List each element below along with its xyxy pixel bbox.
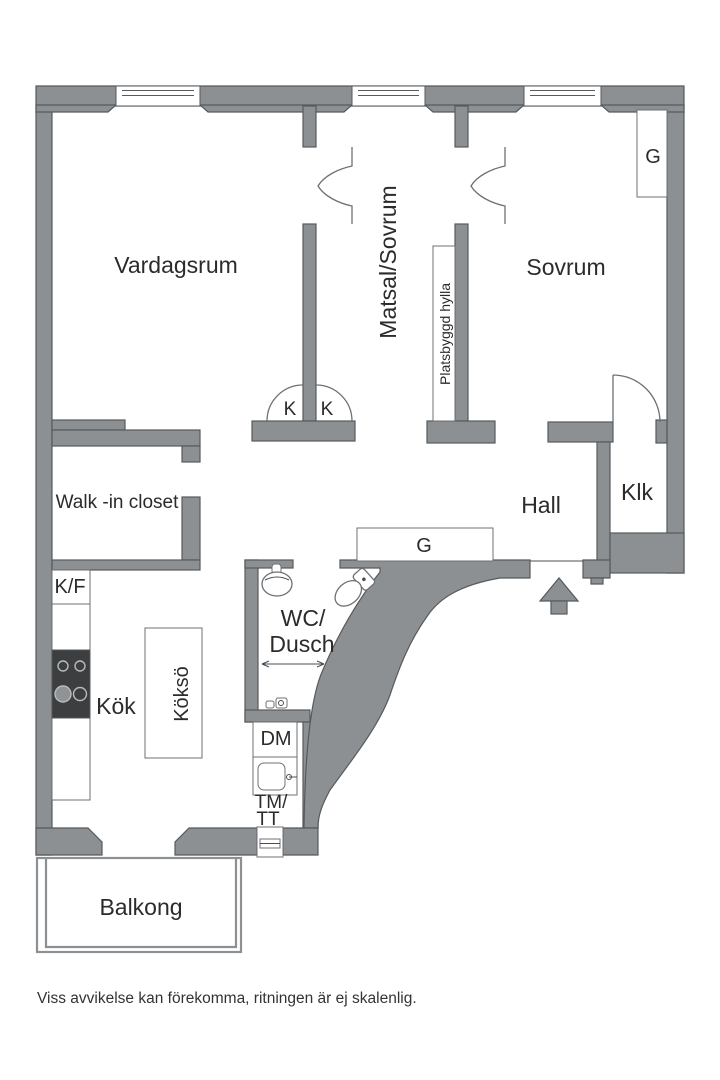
built-in-shelf: [432, 245, 456, 422]
wall-wc-left: [244, 559, 259, 723]
label-tm-1: TM/: [255, 792, 288, 813]
wall-matsal-sovrum-lower: [454, 223, 469, 422]
double-door-vardagsrum-matsal: [317, 147, 353, 224]
disclaimer-text: Viss avvikelse kan förekomma, ritningen …: [37, 990, 417, 1007]
wall-tab-sovrum-door: [655, 419, 668, 444]
pier-1: [35, 104, 118, 113]
wall-block-k-closets: [251, 420, 356, 442]
wall-wc-bottom: [244, 709, 311, 723]
wall-closet-right: [181, 496, 201, 561]
wall-kitchen-bottom-right: [282, 827, 319, 856]
wardrobe-hall: [356, 527, 494, 562]
balcony-outline: [35, 856, 243, 954]
washer-dryer-box: [256, 826, 284, 858]
walls: [35, 85, 685, 856]
wall-kitchen-bottom-left: [35, 827, 103, 856]
window-sovrum-glazing: [530, 90, 595, 96]
wall-kitchen-bottom-mid: [174, 827, 258, 856]
closet-door-arc-right: [315, 384, 353, 422]
label-diskmaskin: DM: [260, 728, 291, 750]
kitchen-island: [144, 627, 203, 759]
wall-vardagsrum-matsal-lower: [302, 223, 317, 422]
label-kokso: Köksö: [171, 666, 193, 722]
wall-entrance-right: [582, 559, 611, 579]
label-kok: Kök: [96, 693, 136, 719]
labels: Vardagsrum Matsal/Sovrum Sovrum Platsbyg…: [37, 146, 661, 1007]
label-kyl-frys: K/F: [54, 576, 85, 598]
label-matsal-sovrum: Matsal/Sovrum: [375, 185, 401, 338]
wall-vardagsrum-matsal-upper: [302, 105, 317, 148]
closet-door-arc-left: [266, 384, 304, 422]
sovrum-door-arc: [612, 374, 661, 423]
shower-mixer-icon: [265, 697, 288, 709]
wall-wc-top: [244, 559, 294, 569]
fridge-freezer-box: [51, 569, 91, 605]
label-k-left: K: [284, 399, 297, 420]
label-k-right: K: [321, 399, 334, 420]
wall-vardagsrum-ledge: [51, 419, 126, 431]
wall-closet-bottom: [51, 559, 201, 571]
wall-matsal-sovrum-upper: [454, 105, 469, 148]
label-balkong: Balkong: [99, 894, 182, 920]
label-vardagsrum: Vardagsrum: [114, 252, 238, 278]
wall-right: [666, 105, 685, 574]
label-hall: Hall: [521, 492, 561, 518]
wall-entrance-tab: [590, 577, 604, 585]
wall-curved-hall: [303, 559, 531, 829]
label-sovrum: Sovrum: [526, 254, 605, 280]
wall-klk-bottom: [609, 532, 685, 574]
wall-hall-klk: [596, 441, 611, 563]
wall-closet-tab: [181, 445, 201, 463]
windows: [115, 85, 602, 107]
label-garderob-sovrum: G: [645, 146, 661, 168]
label-garderob-hall: G: [416, 535, 432, 557]
toilet-icon: [334, 567, 376, 607]
wall-block-matsal: [426, 420, 496, 444]
label-wc-dusch-1: WC/: [281, 605, 326, 631]
double-door-matsal-sovrum: [470, 147, 506, 224]
stove-icon: [51, 649, 91, 719]
entrance-arrow-icon: [538, 577, 580, 615]
kitchen-sink-icon: [252, 756, 298, 796]
label-klk: Klk: [621, 479, 653, 505]
doors: [266, 147, 661, 562]
window-vardagsrum-glazing: [122, 90, 194, 96]
wall-block-sovrum: [547, 421, 614, 443]
wall-vardagsrum-closet: [51, 429, 201, 447]
window-matsal-glazing: [358, 90, 419, 96]
label-wc-dusch-2: Dusch: [269, 631, 334, 657]
label-platsbyggd-hylla: Platsbyggd hylla: [437, 283, 453, 385]
label-walk-in-closet: Walk -in closet: [56, 492, 180, 513]
dishwasher-box: [252, 721, 298, 758]
bathroom-sink-icon: [261, 563, 293, 597]
label-tm-2: TT: [256, 809, 280, 830]
pier-3: [423, 104, 526, 113]
shower-partition-line: [261, 660, 325, 668]
wardrobe-sovrum: [636, 109, 668, 198]
pier-2: [198, 104, 354, 113]
fixtures: [35, 109, 668, 954]
